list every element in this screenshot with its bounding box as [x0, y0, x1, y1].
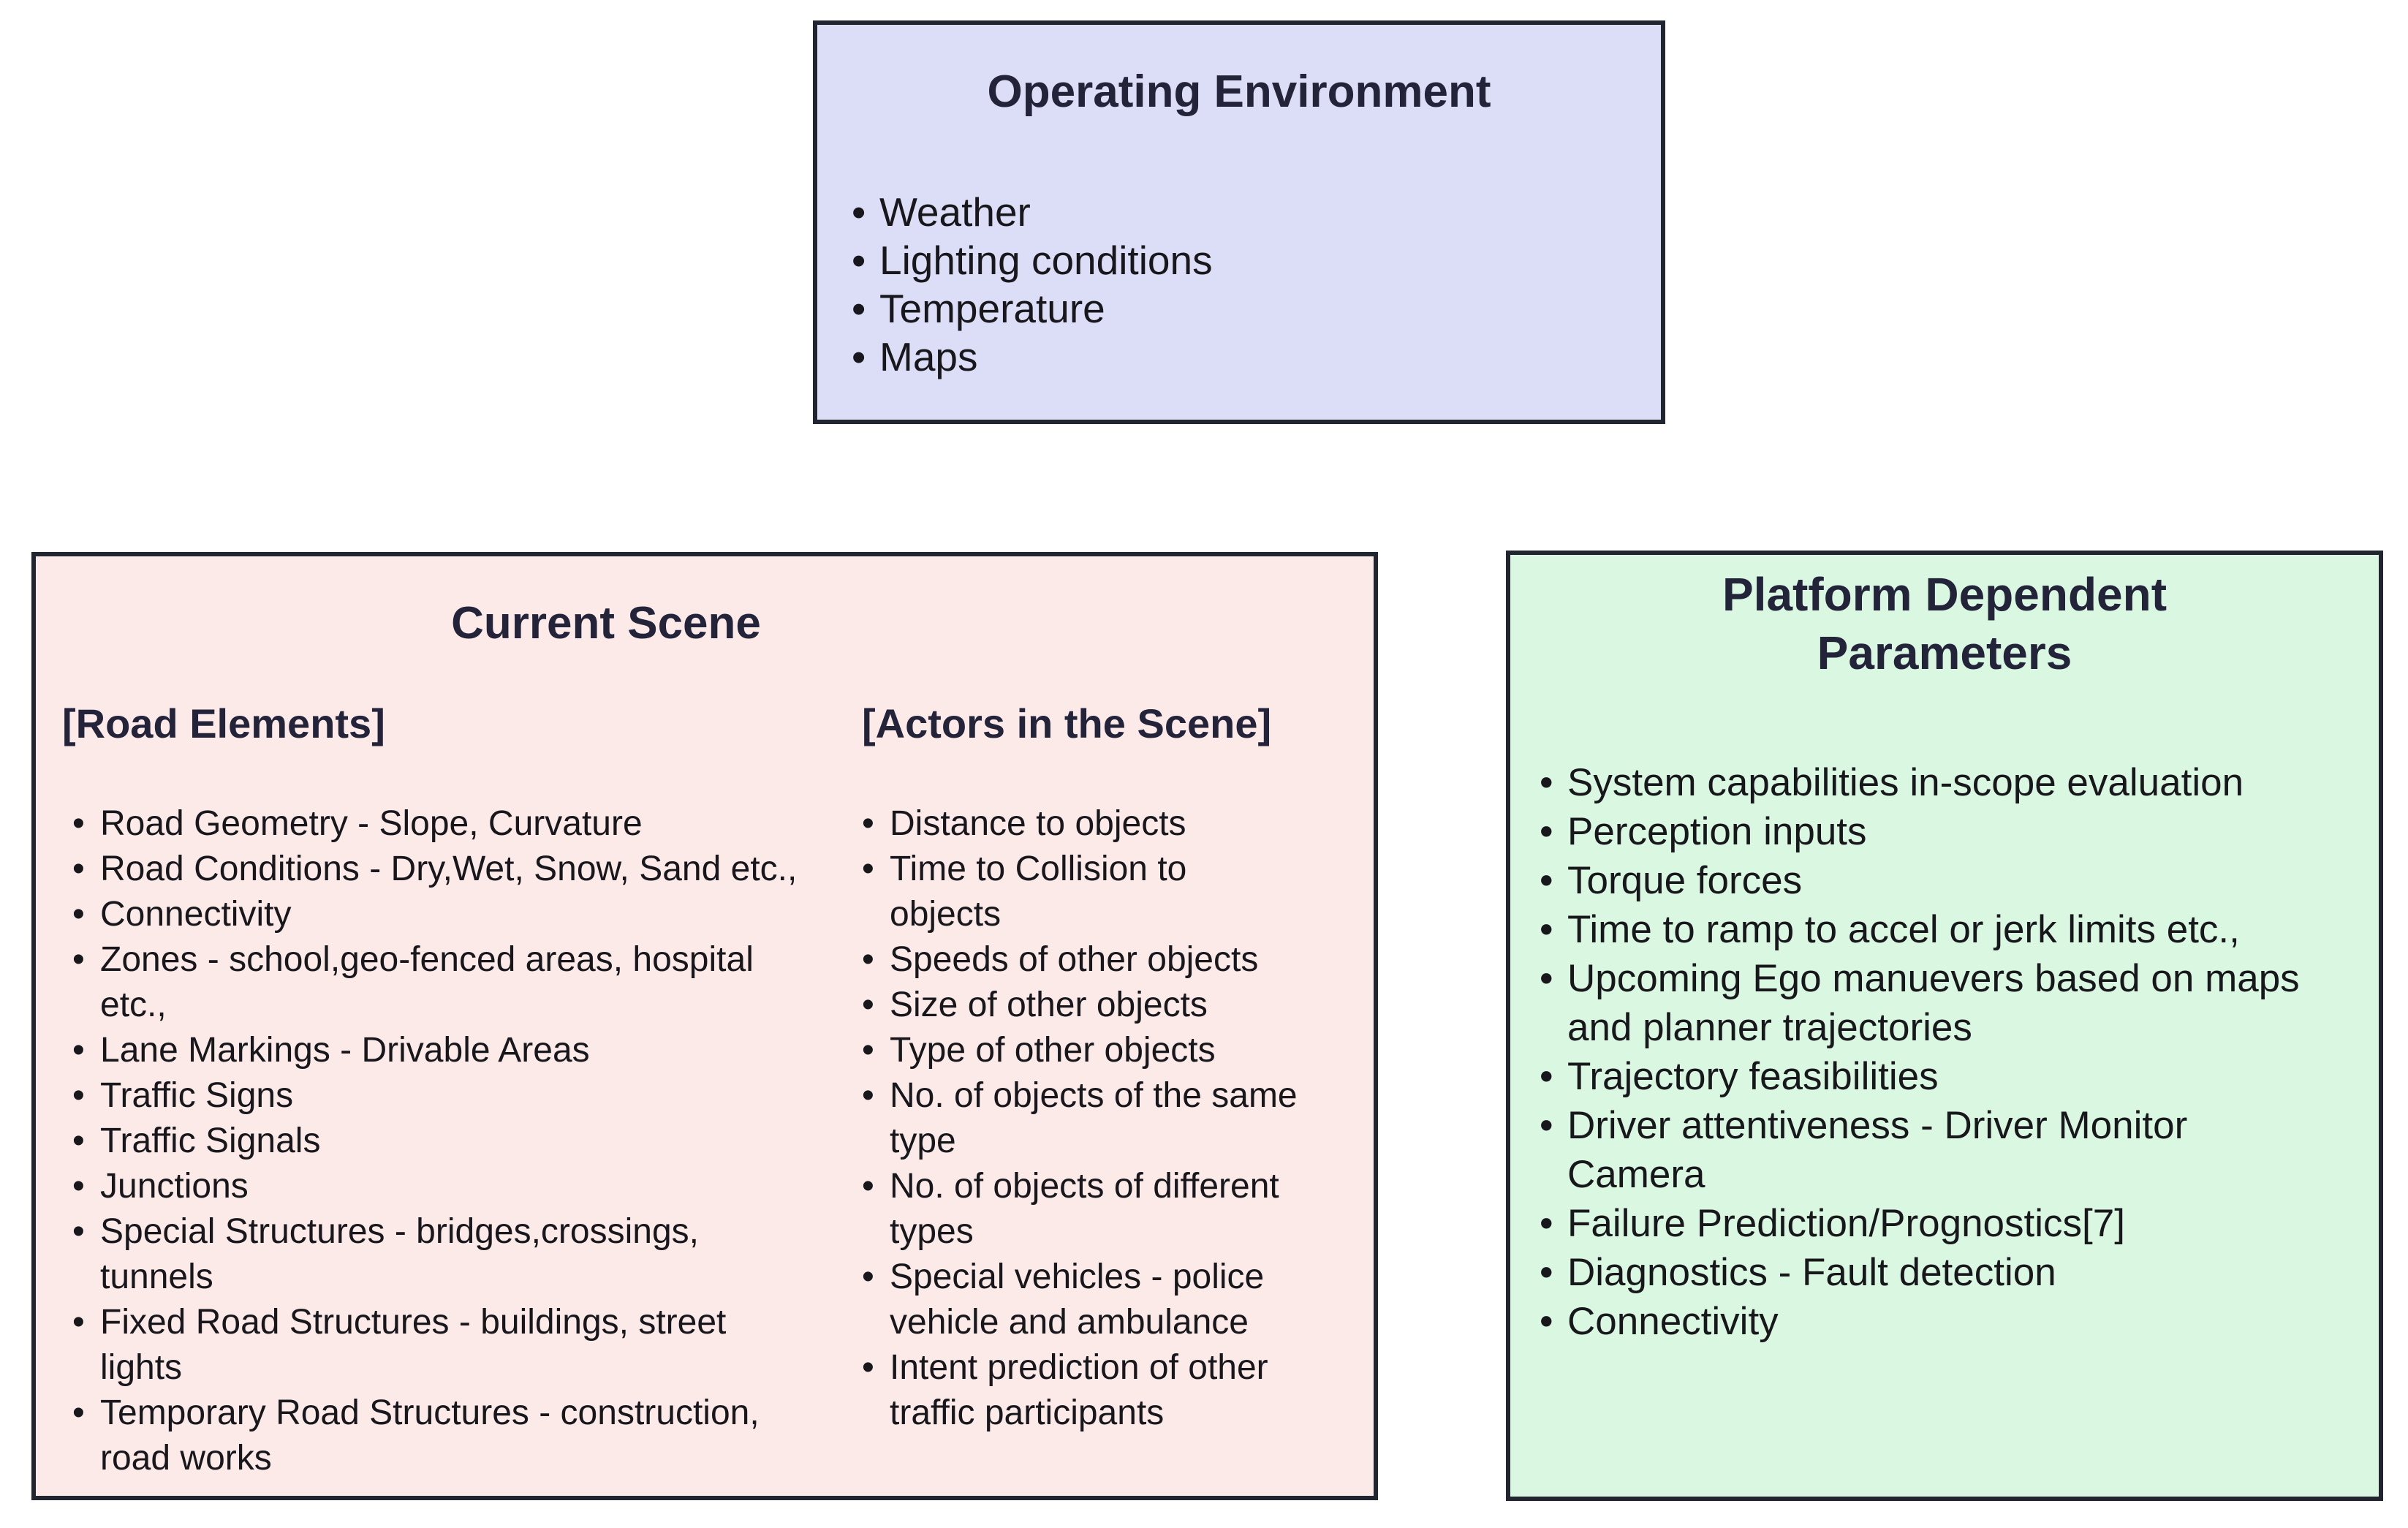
list-item: Connectivity [1540, 1297, 2313, 1346]
platform-parameters-title-line2: Parameters [1817, 627, 2072, 679]
list-item: No. of objects of the same type [862, 1073, 1303, 1164]
list-item: Lane Markings - Drivable Areas [72, 1028, 806, 1073]
list-item: Connectivity [72, 892, 806, 937]
actors-in-scene-column: [Actors in the Scene] Distance to object… [862, 700, 1303, 1436]
list-item: Fixed Road Structures - buildings, stree… [72, 1300, 806, 1391]
operating-environment-box: Operating Environment WeatherLighting co… [813, 20, 1665, 424]
list-item: Road Conditions - Dry,Wet, Snow, Sand et… [72, 847, 806, 892]
actors-in-scene-list: Distance to objectsTime to Collision to … [862, 801, 1303, 1436]
road-elements-header: [Road Elements] [62, 700, 385, 746]
platform-parameters-title: Platform Dependent Parameters [1510, 565, 2379, 682]
list-item: Failure Prediction/Prognostics[7] [1540, 1199, 2313, 1248]
list-item: Special Structures - bridges,crossings, … [72, 1209, 806, 1300]
list-item: System capabilities in-scope evaluation [1540, 758, 2313, 807]
list-item: Road Geometry - Slope, Curvature [72, 801, 806, 847]
list-item: Type of other objects [862, 1028, 1303, 1073]
list-item: No. of objects of different types [862, 1164, 1303, 1255]
list-item: Torque forces [1540, 856, 2313, 905]
list-item: Intent prediction of other traffic parti… [862, 1345, 1303, 1436]
list-item: Time to ramp to accel or jerk limits etc… [1540, 905, 2313, 954]
list-item: Perception inputs [1540, 807, 2313, 856]
list-item: Zones - school,geo-fenced areas, hospita… [72, 937, 806, 1028]
platform-parameters-title-line1: Platform Dependent [1722, 568, 2167, 621]
list-item: Temperature [852, 284, 1639, 333]
list-item: Special vehicles - police vehicle and am… [862, 1255, 1303, 1345]
operating-environment-title: Operating Environment [987, 67, 1491, 117]
current-scene-box: Current Scene [Road Elements] Road Geome… [31, 552, 1378, 1500]
list-item: Traffic Signs [72, 1073, 806, 1119]
platform-parameters-box: Platform Dependent Parameters System cap… [1506, 551, 2383, 1501]
current-scene-title: Current Scene [451, 598, 761, 648]
list-item: Speeds of other objects [862, 937, 1303, 983]
platform-parameters-list: System capabilities in-scope evaluationP… [1540, 758, 2313, 1346]
list-item: Weather [852, 188, 1639, 236]
list-item: Trajectory feasibilities [1540, 1052, 2313, 1101]
list-item: Junctions [72, 1164, 806, 1209]
road-elements-list: Road Geometry - Slope, CurvatureRoad Con… [72, 801, 806, 1481]
actors-in-scene-header: [Actors in the Scene] [862, 700, 1272, 746]
list-item: Size of other objects [862, 983, 1303, 1028]
list-item: Time to Collision to objects [862, 847, 1303, 937]
operating-environment-list: WeatherLighting conditionsTemperatureMap… [852, 188, 1639, 381]
list-item: Driver attentiveness - Driver Monitor Ca… [1540, 1101, 2313, 1199]
list-item: Maps [852, 333, 1639, 381]
list-item: Lighting conditions [852, 236, 1639, 284]
list-item: Upcoming Ego manuevers based on maps and… [1540, 954, 2313, 1052]
list-item: Temporary Road Structures - construction… [72, 1391, 806, 1481]
road-elements-column: [Road Elements] Road Geometry - Slope, C… [62, 700, 806, 1481]
list-item: Diagnostics - Fault detection [1540, 1248, 2313, 1297]
list-item: Distance to objects [862, 801, 1303, 847]
list-item: Traffic Signals [72, 1119, 806, 1164]
